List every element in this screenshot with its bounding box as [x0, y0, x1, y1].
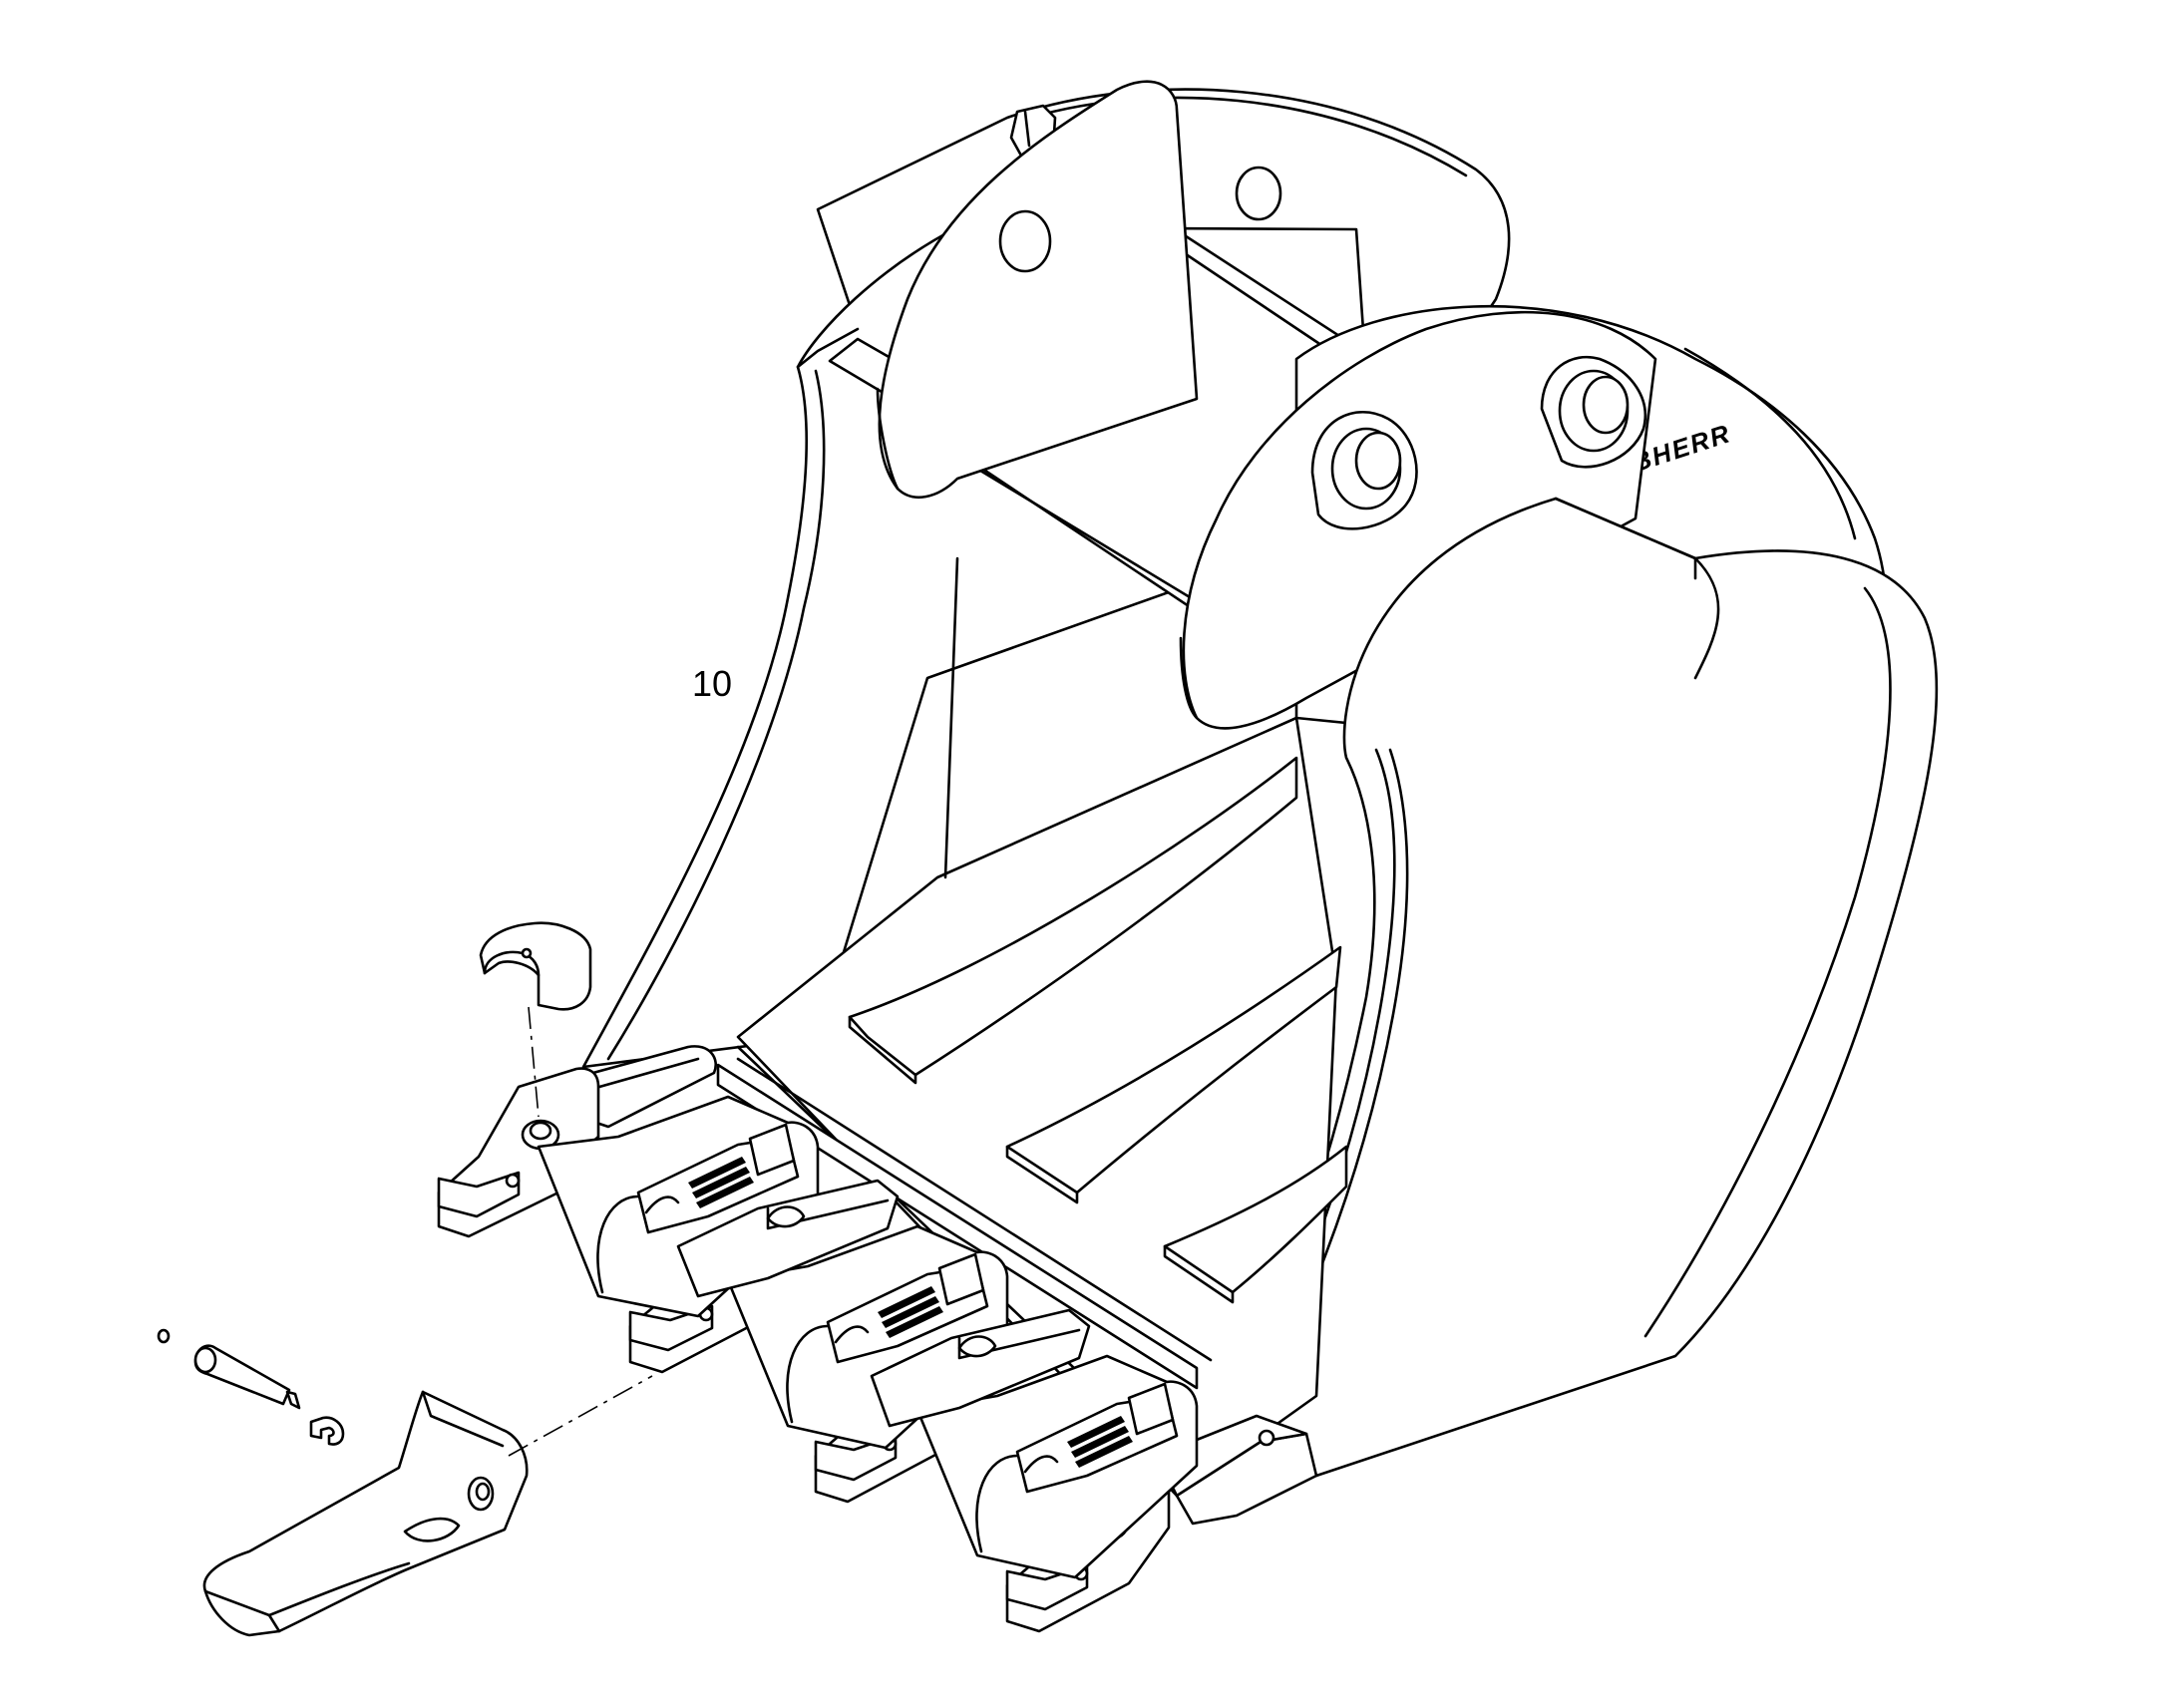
- pin-cap: [479, 921, 592, 1011]
- bucket-right-wall: [1175, 497, 1939, 1498]
- left-hinge-bore-upper: [998, 209, 1052, 273]
- left-hinge-bore-lower: [1235, 166, 1282, 221]
- dash-line-tooth-to-adapter: [508, 1375, 653, 1457]
- retaining-pin: [193, 1344, 301, 1410]
- right-hinge-boss-rear: [1540, 355, 1646, 469]
- side-cutter-bolt: [1258, 1429, 1275, 1447]
- retaining-clip: [309, 1416, 345, 1446]
- wear-strip-1: [848, 756, 1298, 1085]
- mounted-tooth-3: [915, 1354, 1199, 1579]
- tooth-cap-grille-2: [878, 1286, 943, 1338]
- tooth-adapter-1: [437, 1067, 600, 1238]
- tooth-cap-grille-3: [1067, 1416, 1133, 1468]
- side-cutter-left: [576, 1045, 717, 1129]
- left-hinge-plate: [876, 80, 1282, 499]
- dash-line-cap-to-adapter: [528, 1006, 540, 1118]
- adapter-nose-b: [870, 1308, 1091, 1428]
- retaining-pellet: [157, 1328, 171, 1344]
- wear-strip-3: [1163, 1145, 1348, 1304]
- right-hinge-boss-front: [1310, 410, 1418, 530]
- adapter-nose-a: [676, 1179, 900, 1298]
- side-cutter-right: [1155, 1414, 1318, 1526]
- tooth-cap-grille-1: [688, 1157, 754, 1208]
- wear-strip-2: [1005, 945, 1342, 1204]
- part-callout-label: 10: [692, 663, 733, 704]
- cutting-edge: [716, 1057, 1213, 1390]
- loose-tooth-tip: [202, 1390, 529, 1637]
- right-hinge-plate: [1179, 310, 1657, 730]
